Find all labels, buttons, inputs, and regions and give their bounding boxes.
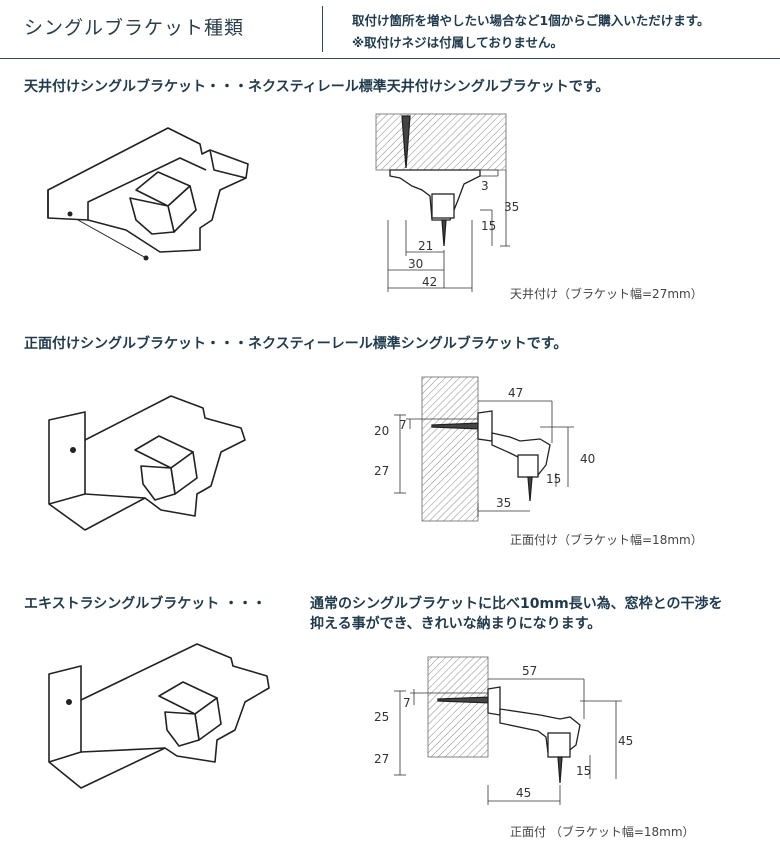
header-divider xyxy=(322,6,323,52)
dim-extra-c: 25 xyxy=(374,710,389,724)
dim-front-b: 20 xyxy=(374,424,389,438)
dim-front-e: 40 xyxy=(580,452,595,466)
dim-ceiling-a: 3 xyxy=(481,179,489,193)
dim-extra-g: 45 xyxy=(516,786,531,800)
section-ceiling-title: 天井付けシングルブラケット・・・ネクスティレール標準天井付けシングルブラケットで… xyxy=(24,79,610,95)
dim-extra-d: 27 xyxy=(374,752,389,766)
dim-front-g: 35 xyxy=(496,496,511,510)
header-note-1: 取付け箇所を増やしたい場合など1個からご購入いただけます。 xyxy=(352,13,710,28)
dim-front-a: 47 xyxy=(508,386,523,400)
dim-front-d: 27 xyxy=(374,464,389,478)
dim-ceiling-c: 15 xyxy=(481,219,496,233)
extra-dimension-diagram: 57 7 25 27 45 15 45 xyxy=(374,656,633,805)
page-header: シングルブラケット種類 取付け箇所を増やしたい場合など1個からご購入いただけます… xyxy=(0,0,780,59)
front-bracket-illustration xyxy=(48,395,246,531)
dim-extra-e: 45 xyxy=(618,734,633,748)
section-front-title: 正面付けシングルブラケット・・・ネクスティーレール標準シングルブラケットです。 xyxy=(24,336,568,352)
page-title: シングルブラケット種類 xyxy=(24,17,245,39)
section-extra-title: エキストラシングルブラケット ・・・ xyxy=(24,596,267,612)
extra-bracket-illustration xyxy=(48,643,270,789)
dim-extra-f: 15 xyxy=(576,764,591,778)
dim-ceiling-e: 30 xyxy=(408,257,423,271)
front-caption: 正面付け（ブラケット幅=18mm） xyxy=(510,533,703,547)
dim-ceiling-d: 21 xyxy=(418,239,433,253)
ceiling-caption: 天井付け（ブラケット幅=27mm） xyxy=(510,287,703,301)
dim-ceiling-f: 42 xyxy=(422,275,437,289)
dim-extra-a: 57 xyxy=(522,664,537,678)
front-dimension-diagram: 47 20 7 27 40 15 35 xyxy=(374,376,595,522)
dim-front-f: 15 xyxy=(546,472,561,486)
section-extra-desc-2: 抑える事ができ、きれいな納まりになります。 xyxy=(310,616,602,632)
section-extra-desc-1: 通常のシングルブラケットに比べ10mm長い為、窓枠との干渉を xyxy=(310,596,723,612)
dim-front-c: 7 xyxy=(399,418,407,432)
dim-ceiling-b: 35 xyxy=(504,200,519,214)
ceiling-dimension-diagram: 3 35 15 21 30 42 xyxy=(375,113,519,292)
dim-extra-b: 7 xyxy=(403,696,411,710)
extra-caption: 正面付 （ブラケット幅=18mm） xyxy=(510,825,695,839)
ceiling-bracket-illustration xyxy=(47,127,249,261)
header-note-2: ※取付けネジは付属しておりません。 xyxy=(352,35,564,50)
